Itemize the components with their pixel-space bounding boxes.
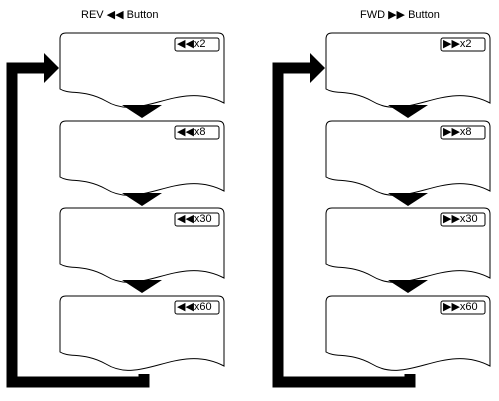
rev-speed-label: ◀◀x8 [177,126,206,138]
fwd-speed-box [440,125,486,140]
rev-down-arrow [122,105,162,118]
rev-button-title: REV ◀◀ Button [81,9,159,21]
rev-speed-box [174,212,220,227]
rev-screen-panel [59,32,225,108]
rev-loop-line [6,62,150,388]
fwd-speed-box [440,300,486,315]
fwd-screen-panel [325,32,491,108]
rev-loop-arrowhead [44,53,59,83]
rev-speed-box [174,37,220,52]
fwd-down-arrow [388,105,428,118]
rev-speed-label: ◀◀x60 [177,301,212,313]
rev-screen-panel [59,120,225,196]
fwd-speed-label: ▶▶x8 [443,126,472,138]
rev-down-arrow [122,280,162,293]
fwd-down-arrow [388,280,428,293]
fwd-speed-box [440,37,486,52]
rev-speed-label: ◀◀x2 [177,38,206,50]
fwd-button-title: FWD ▶▶ Button [360,9,440,21]
fwd-loop-line [272,62,416,388]
fwd-down-arrow [388,193,428,206]
fwd-loop-arrowhead [310,53,325,83]
fwd-speed-label: ▶▶x30 [443,213,478,225]
fwd-screen-panel [325,207,491,283]
rev-screen-panel [59,295,225,371]
fwd-speed-box [440,212,486,227]
fwd-screen-panel [325,120,491,196]
rev-speed-label: ◀◀x30 [177,213,212,225]
rev-down-arrow [122,193,162,206]
fwd-speed-label: ▶▶x60 [443,301,478,313]
fwd-speed-label: ▶▶x2 [443,38,472,50]
rev-speed-box [174,125,220,140]
fwd-screen-panel [325,295,491,371]
rev-speed-box [174,300,220,315]
rev-screen-panel [59,207,225,283]
